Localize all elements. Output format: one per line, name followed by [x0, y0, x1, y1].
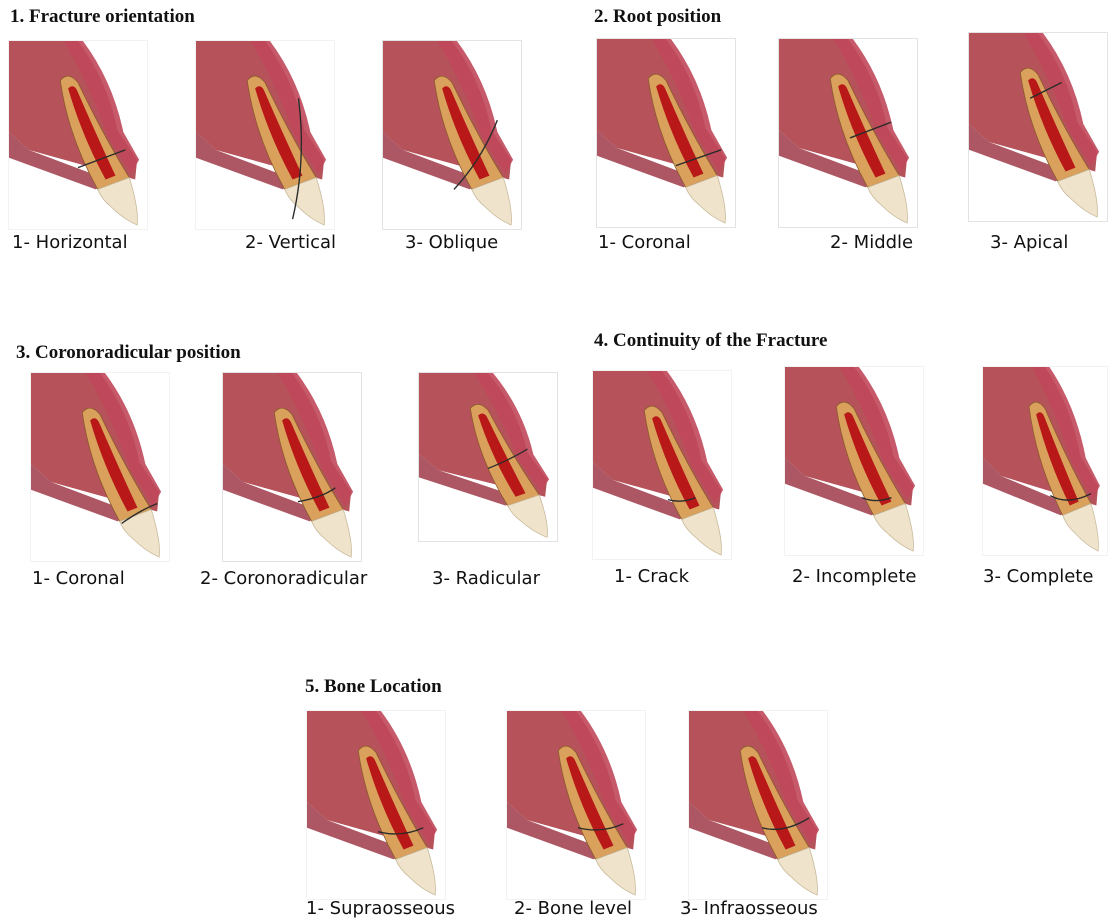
illustration-oblique	[382, 40, 522, 230]
tooth-illustration	[983, 367, 1107, 555]
tooth-illustration	[593, 371, 731, 559]
illustration-root-apical	[968, 32, 1108, 222]
tooth-illustration	[785, 367, 923, 555]
label-root-middle: 2- Middle	[830, 232, 913, 253]
label-radicular: 3- Radicular	[432, 568, 540, 589]
section-title-bone-location: 5. Bone Location	[305, 676, 442, 698]
illustration-crack	[592, 370, 732, 560]
illustration-infraosseous	[688, 710, 828, 900]
section-title-coronoradicular-position: 3. Coronoradicular position	[16, 342, 241, 364]
illustration-root-middle	[778, 38, 918, 228]
label-horizontal: 1- Horizontal	[12, 232, 128, 253]
section-title-fracture-orientation: 1. Fracture orientation	[10, 6, 195, 28]
illustration-incomplete	[784, 366, 924, 556]
section-title-continuity: 4. Continuity of the Fracture	[594, 330, 827, 352]
label-root-apical: 3- Apical	[990, 232, 1068, 253]
illustration-crown	[30, 372, 170, 562]
tooth-illustration	[223, 373, 361, 561]
label-oblique: 3- Oblique	[405, 232, 498, 253]
tooth-illustration	[196, 41, 334, 229]
label-crack: 1- Crack	[614, 566, 689, 587]
illustration-supraosseous	[306, 710, 446, 900]
illustration-bone-level	[506, 710, 646, 900]
tooth-illustration	[383, 41, 521, 229]
label-root-coronal: 1- Coronal	[598, 232, 691, 253]
illustration-horizontal	[8, 40, 148, 230]
tooth-illustration	[969, 33, 1107, 221]
tooth-illustration	[9, 41, 147, 229]
label-crown: 1- Coronal	[32, 568, 125, 589]
tooth-illustration	[307, 711, 445, 899]
illustration-vertical	[195, 40, 335, 230]
illustration-complete	[982, 366, 1108, 556]
label-vertical: 2- Vertical	[245, 232, 336, 253]
label-bone-level: 2- Bone level	[514, 898, 632, 919]
section-title-root-position: 2. Root position	[594, 6, 721, 28]
label-supraosseous: 1- Supraosseous	[306, 898, 455, 919]
tooth-illustration	[507, 711, 645, 899]
illustration-coronoradicular	[222, 372, 362, 562]
tooth-illustration	[597, 39, 735, 227]
label-incomplete: 2- Incomplete	[792, 566, 916, 587]
illustration-root-coronal	[596, 38, 736, 228]
label-complete: 3- Complete	[983, 566, 1093, 587]
label-infraosseous: 3- Infraosseous	[680, 898, 818, 919]
tooth-illustration	[419, 373, 557, 541]
tooth-illustration	[689, 711, 827, 899]
tooth-illustration	[779, 39, 917, 227]
illustration-radicular	[418, 372, 558, 542]
label-coronoradicular: 2- Coronoradicular	[200, 568, 367, 589]
tooth-illustration	[31, 373, 169, 561]
